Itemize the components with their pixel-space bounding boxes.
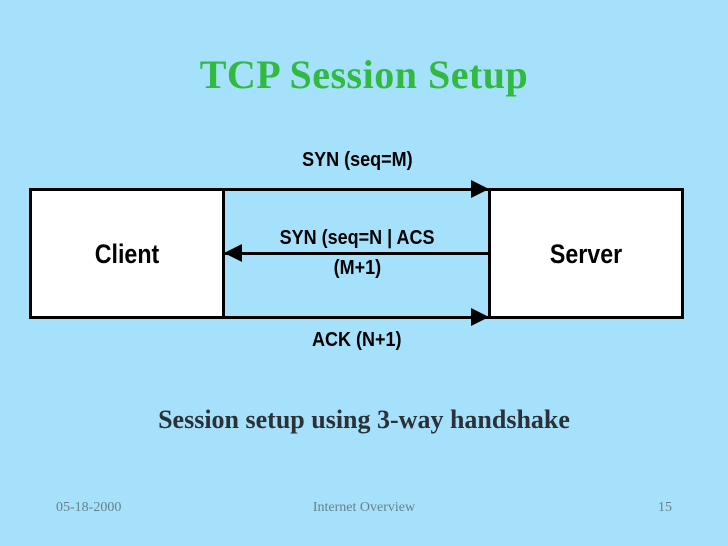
node-label-server: Server <box>549 238 623 269</box>
footer-deck-title: Internet Overview <box>312 500 416 515</box>
message-arrow-line-ack <box>29 316 489 319</box>
node-box-server: Server <box>488 188 684 319</box>
node-label-client: Client <box>94 238 160 269</box>
message-label-synack-line2: (M+1) <box>157 256 557 281</box>
arrowhead-right-icon-ack <box>471 308 489 326</box>
footer-page-number: 15 <box>658 500 672 515</box>
message-label-synack-line1-text: SYN (seq=N | ACS <box>279 227 435 249</box>
message-label-synack-line2-text: (M+1) <box>333 257 381 279</box>
message-label-syn-text: SYN (seq=M) <box>301 149 413 171</box>
message-label-ack-text: ACK (N+1) <box>312 329 402 351</box>
tcp-handshake-diagram: SYN (seq=M) SYN (seq=N | ACS (M+1) ACK (… <box>29 148 684 353</box>
slide-caption: Session setup using 3-way handshake <box>158 405 570 434</box>
footer-date: 05-18-2000 <box>56 500 122 515</box>
message-label-ack: ACK (N+1) <box>157 328 557 353</box>
page-title: TCP Session Setup <box>199 52 529 97</box>
message-label-syn: SYN (seq=M) <box>157 148 557 173</box>
message-arrow-line-syn <box>29 188 489 191</box>
message-arrow-line-synack <box>225 252 489 255</box>
message-label-synack-line1: SYN (seq=N | ACS <box>157 226 557 251</box>
arrowhead-right-icon-syn <box>471 180 489 198</box>
arrowhead-left-icon-synack <box>224 244 242 262</box>
node-box-client: Client <box>29 188 225 319</box>
slide-footer: 05-18-2000 Internet Overview 15 <box>0 498 728 522</box>
